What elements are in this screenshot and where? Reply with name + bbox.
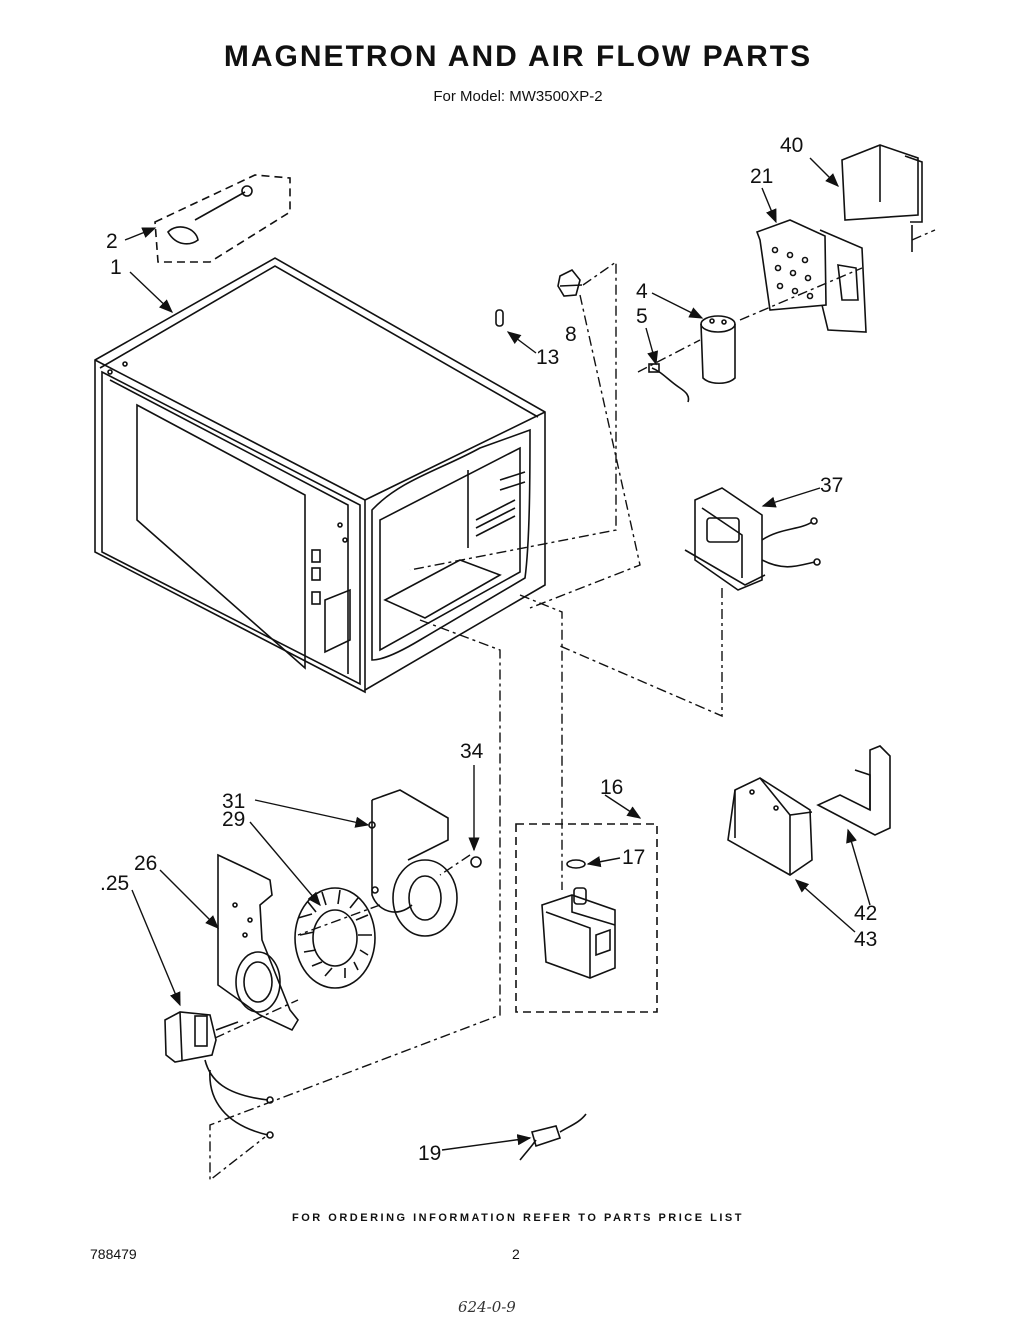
part-29-fan-blade (294, 887, 376, 989)
part-40-cover (841, 144, 923, 252)
part-25-fan-motor (164, 1011, 274, 1139)
ordering-note: FOR ORDERING INFORMATION REFER TO PARTS … (292, 1212, 744, 1224)
part-34-nut (470, 856, 482, 868)
callout-26: 26 (134, 852, 157, 875)
handwritten-note: 624-0-9 (458, 1298, 516, 1316)
callout-17: 17 (622, 846, 645, 869)
callout-1: 1 (110, 256, 122, 279)
part-8-clip (557, 268, 583, 297)
callout-19: 19 (418, 1142, 441, 1165)
callout-40: 40 (780, 134, 803, 157)
part-1-cabinet (94, 257, 546, 694)
callout-4: 4 (636, 280, 648, 303)
callout-16: 16 (600, 776, 623, 799)
callout-13: 13 (536, 346, 559, 369)
callout-42: 42 (854, 902, 877, 925)
part-16-magnetron-assembly (515, 823, 658, 1013)
part-19-thermal-cutout (519, 1113, 587, 1161)
document-number: 788479 (90, 1246, 137, 1262)
part-43-shield (727, 777, 813, 876)
callout-5: 5 (636, 305, 648, 328)
callout-43: 43 (854, 928, 877, 951)
callout-2: 2 (106, 230, 118, 253)
page-title: MAGNETRON AND AIR FLOW PARTS (223, 40, 813, 73)
callout-31: 31 (222, 790, 245, 813)
part-21-bracket (755, 219, 867, 333)
part-42-bracket (816, 745, 891, 836)
part-26-bracket (217, 853, 299, 1032)
callout-8: 8 (565, 323, 577, 346)
part-17-gasket (566, 859, 586, 869)
model-subtitle: For Model: MW3500XP-2 (433, 88, 603, 105)
part-37-transformer (684, 487, 821, 591)
callout-34: 34 (460, 740, 484, 763)
part-13-pin (495, 309, 504, 327)
callout-25: .25 (100, 872, 129, 895)
callout-37: 37 (820, 474, 843, 497)
callout-29: 29 (222, 808, 245, 831)
callout-21: 21 (750, 165, 773, 188)
part-31-duct (368, 789, 458, 937)
part-2-latch (154, 174, 291, 263)
page-number: 2 (512, 1246, 520, 1262)
part-16-magnetron (541, 887, 616, 979)
part-5-diode (648, 363, 690, 403)
part-4-capacitor (700, 315, 736, 385)
